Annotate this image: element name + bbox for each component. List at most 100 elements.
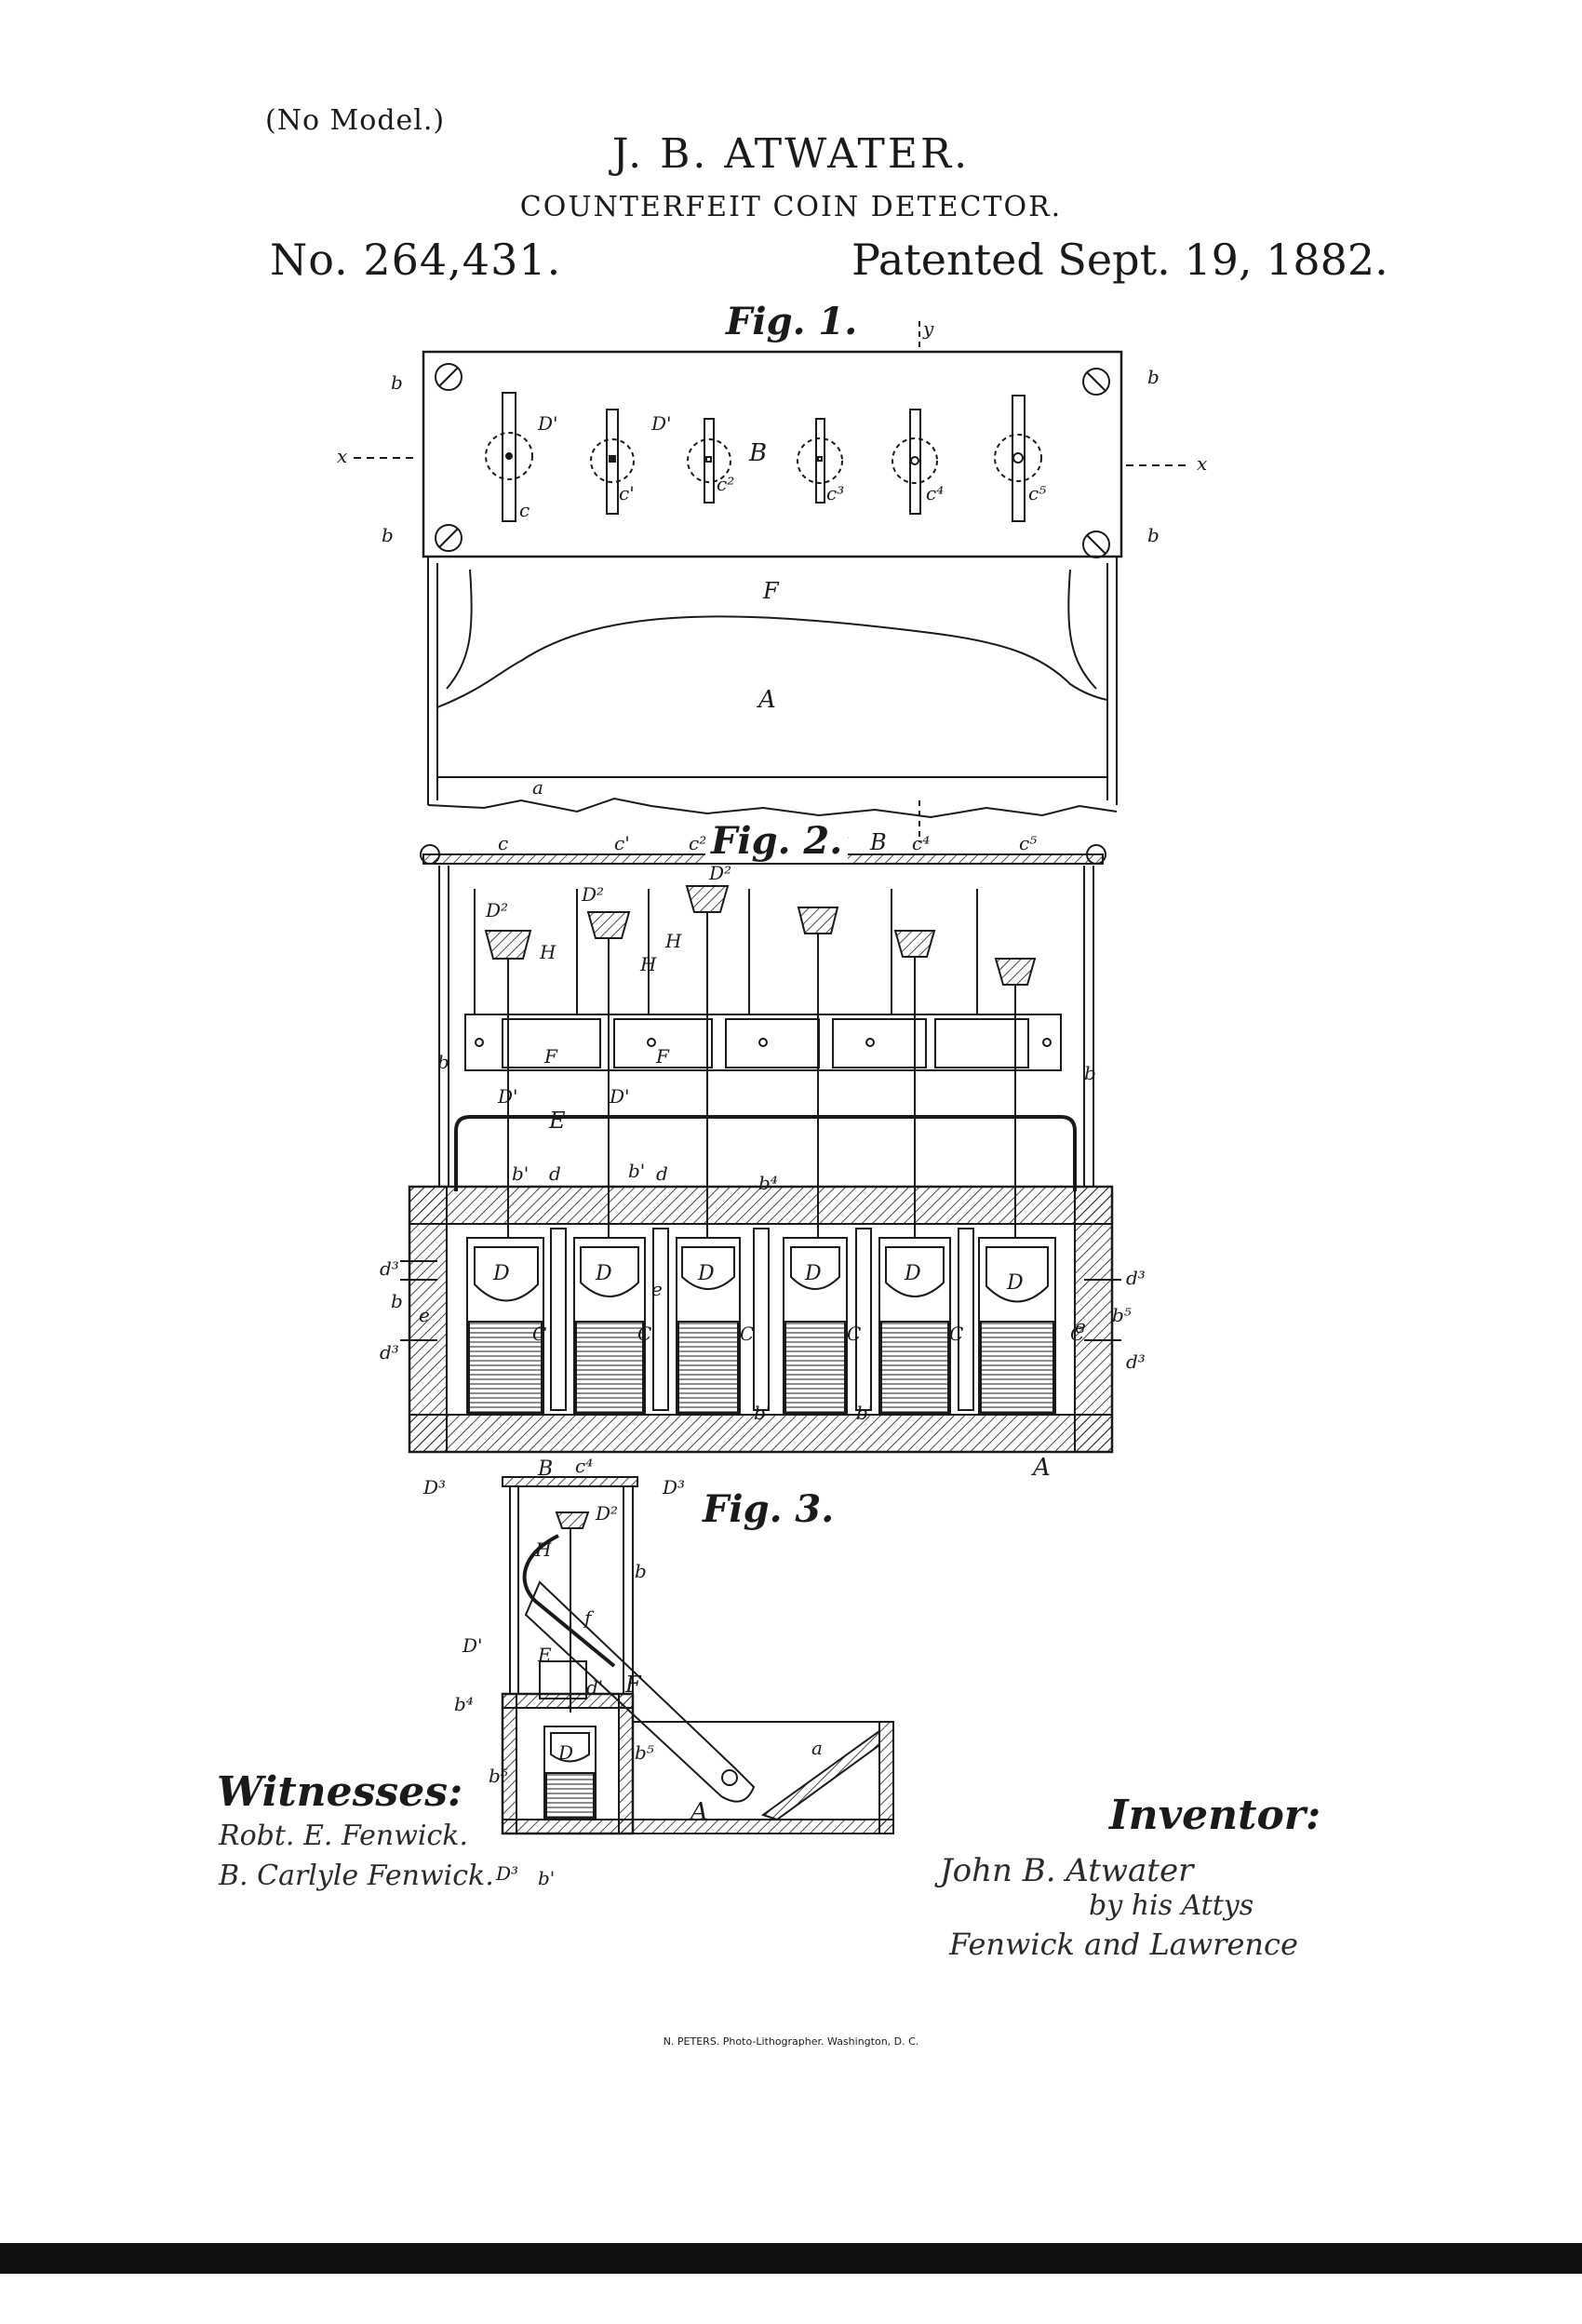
- label-A: A: [757, 686, 776, 714]
- label-b: b: [437, 1051, 449, 1073]
- label-D1: D': [650, 412, 672, 435]
- attorneys-signature: Fenwick and Lawrence: [949, 1927, 1298, 1962]
- figure-3-label: Fig. 3.: [703, 1487, 835, 1531]
- label-D1: D': [497, 1085, 518, 1108]
- figure-1-top-plan: [354, 321, 1191, 842]
- label-b4: b⁴: [454, 1693, 474, 1715]
- fig2-upper-rods: [474, 889, 978, 1014]
- label-c5: c⁵: [1019, 832, 1037, 854]
- label-B: B: [869, 829, 887, 855]
- label-D: D: [557, 1741, 573, 1764]
- label-D1: D': [537, 412, 558, 435]
- label-b1: b': [512, 1162, 529, 1185]
- label-D3: D³: [495, 1862, 518, 1885]
- label-D: D: [1006, 1271, 1024, 1295]
- label-c4: c⁴: [912, 832, 930, 854]
- label-C: C: [949, 1323, 963, 1345]
- patent-date: Patented Sept. 19, 1882.: [851, 235, 1388, 285]
- label-b5: b⁵: [1112, 1304, 1132, 1326]
- label-d1: d': [586, 1676, 603, 1699]
- label-A: A: [689, 1798, 708, 1826]
- label-b: b: [635, 1560, 647, 1582]
- label-b5: b⁵: [635, 1741, 654, 1764]
- label-x: x: [1197, 452, 1207, 475]
- label-b1: b': [538, 1867, 555, 1889]
- label-d3: d³: [1126, 1350, 1146, 1373]
- drawing-reference-labels: b b b b x x y D' D' B c c' c² c³ c⁴ c⁵ F…: [337, 317, 1207, 1889]
- label-c4: c⁴: [926, 482, 944, 504]
- label-f: f: [583, 1606, 595, 1629]
- label-b1: b': [754, 1402, 771, 1424]
- figure-1-label: Fig. 1.: [726, 300, 858, 343]
- label-b: b: [382, 524, 394, 546]
- label-H: H: [534, 1538, 552, 1561]
- label-b1: b': [856, 1402, 873, 1424]
- label-e: e: [419, 1304, 430, 1326]
- fig1-coin-slots: [485, 392, 1042, 522]
- label-c5: c⁵: [1028, 482, 1046, 504]
- inventor-name: J. B. ATWATER.: [611, 130, 971, 178]
- label-F: F: [762, 578, 780, 604]
- label-b: b: [1147, 366, 1160, 388]
- label-B: B: [748, 439, 767, 467]
- label-c1: c': [614, 832, 630, 854]
- label-b: b: [391, 371, 403, 394]
- inventor-label: Inventor:: [1109, 1792, 1321, 1839]
- label-D: D: [904, 1262, 921, 1285]
- label-c4: c⁴: [575, 1455, 593, 1477]
- patent-number: No. 264,431.: [270, 235, 562, 285]
- label-a: a: [532, 776, 543, 799]
- label-A: A: [1031, 1454, 1051, 1482]
- label-c3: c³: [826, 482, 844, 504]
- label-c: c: [519, 499, 530, 521]
- label-D: D: [492, 1262, 510, 1285]
- witness-signature-1: Robt. E. Fenwick.: [219, 1820, 468, 1852]
- witnesses-label: Witnesses:: [217, 1768, 463, 1816]
- label-D: D: [804, 1262, 822, 1285]
- label-d3: d³: [1126, 1267, 1146, 1289]
- label-D: D: [697, 1262, 715, 1285]
- label-F: F: [543, 1045, 558, 1068]
- label-d: d: [656, 1162, 668, 1185]
- fig2-separators: [550, 1228, 974, 1411]
- label-E: E: [537, 1644, 552, 1666]
- label-H: H: [639, 953, 657, 975]
- label-E: E: [548, 1108, 566, 1134]
- label-c2: c²: [689, 832, 706, 854]
- label-C: C: [637, 1323, 651, 1345]
- label-D2: D²: [485, 899, 508, 921]
- invention-title: COUNTERFEIT COIN DETECTOR.: [519, 191, 1063, 223]
- label-D2: D²: [581, 883, 604, 906]
- label-b: b: [1084, 1062, 1096, 1084]
- label-F: F: [655, 1045, 670, 1068]
- label-y: y: [922, 317, 934, 340]
- figure-2-label: Fig. 2.: [705, 819, 849, 863]
- label-b: b: [391, 1290, 403, 1312]
- label-B: B: [537, 1458, 553, 1481]
- label-c1: c': [619, 482, 635, 504]
- label-c: c: [498, 832, 508, 854]
- fig2-slides: [475, 1018, 1052, 1068]
- label-b5: b⁵: [489, 1765, 508, 1787]
- label-e: e: [651, 1278, 663, 1300]
- figure-3-side-section: [501, 1476, 894, 1835]
- fig1-screws: [435, 363, 1110, 558]
- label-b: b: [1147, 524, 1160, 546]
- label-d: d: [549, 1162, 561, 1185]
- label-D1: D': [609, 1085, 630, 1108]
- label-C: C: [532, 1323, 546, 1345]
- label-C: C: [847, 1323, 861, 1345]
- label-D1: D': [462, 1634, 483, 1657]
- label-d3: d³: [380, 1257, 399, 1280]
- fig2-cups: [466, 1237, 1056, 1416]
- label-d3: d³: [380, 1341, 399, 1364]
- scan-edge-bar: [0, 2243, 1582, 2274]
- label-b1: b': [628, 1160, 645, 1182]
- label-b4: b⁴: [758, 1172, 778, 1194]
- figure-2-section: [400, 844, 1121, 1454]
- label-H: H: [664, 930, 682, 952]
- label-D2: D²: [708, 862, 731, 884]
- label-C: C: [1070, 1323, 1084, 1345]
- label-D3: D³: [422, 1476, 446, 1498]
